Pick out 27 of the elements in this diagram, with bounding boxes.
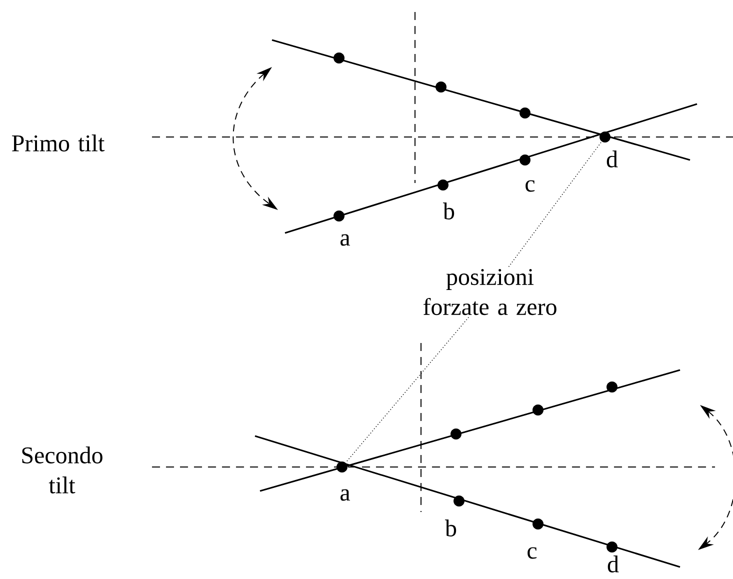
dot bbox=[334, 210, 344, 222]
point-label: b bbox=[445, 520, 456, 536]
note-text: posizioni forzate a zero bbox=[423, 268, 556, 316]
leader-line bbox=[508, 141, 602, 268]
point-label: c bbox=[526, 180, 535, 192]
panel-title: Primo tilt bbox=[12, 134, 105, 152]
panel-title: Secondo tilt bbox=[22, 446, 102, 494]
dot bbox=[532, 404, 544, 416]
point-label: d bbox=[608, 556, 619, 572]
dot bbox=[334, 52, 344, 64]
dot bbox=[532, 518, 544, 530]
dot bbox=[606, 382, 618, 392]
point-label: a bbox=[340, 489, 350, 501]
point-label: b bbox=[443, 202, 454, 220]
dot bbox=[600, 132, 610, 142]
dot bbox=[336, 462, 348, 472]
point-label: c bbox=[528, 547, 537, 559]
point-label: d bbox=[606, 150, 618, 168]
dot bbox=[454, 496, 464, 506]
dot bbox=[436, 82, 446, 92]
leader-line bbox=[345, 316, 470, 464]
point-label: a bbox=[340, 234, 350, 246]
dot bbox=[450, 428, 462, 440]
dot bbox=[520, 108, 530, 118]
dot bbox=[606, 542, 618, 552]
dot bbox=[520, 154, 530, 166]
dot bbox=[438, 180, 448, 190]
